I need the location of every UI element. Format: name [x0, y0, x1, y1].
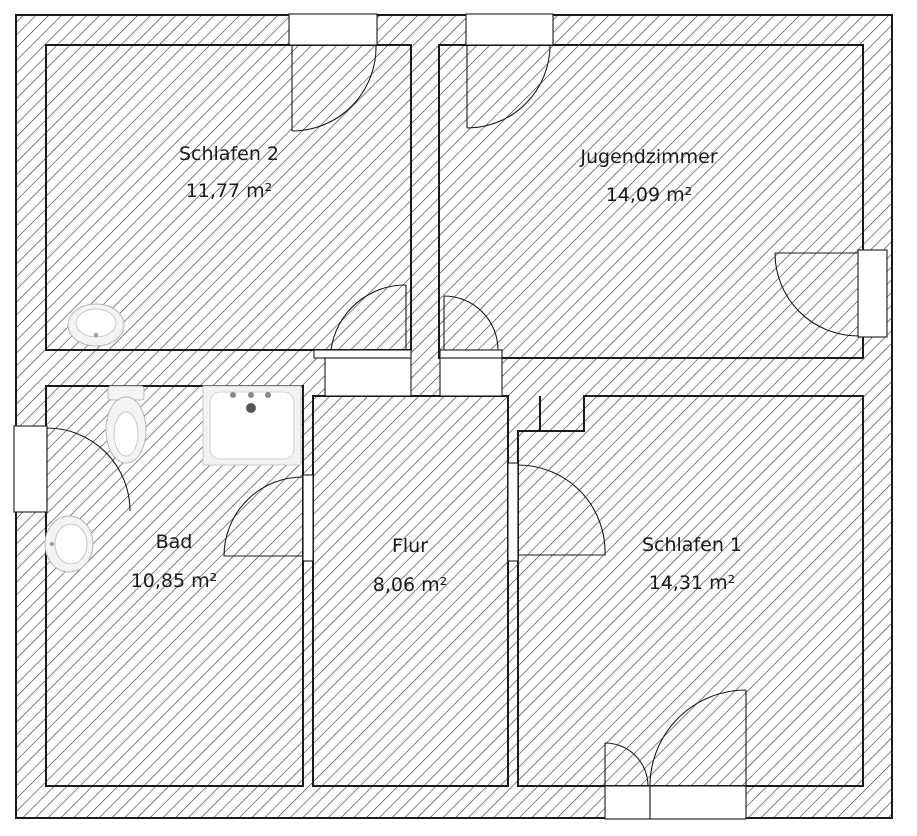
door-schlafen-1: [517, 464, 606, 556]
door-bad-window: [46, 427, 131, 512]
room-area-schlafen-2: 11,77 m²: [186, 180, 273, 202]
room-area-schlafen-1: 14,31 m²: [649, 572, 736, 594]
room-area-bad: 10,85 m²: [131, 570, 218, 592]
room-area-flur: 8,06 m²: [373, 574, 447, 596]
window-schlafen-1-left: [604, 785, 651, 820]
sink-icon: [67, 303, 125, 347]
room-name-schlafen-1: Schlafen 1: [642, 534, 742, 556]
bathtub-icon: [202, 385, 302, 466]
window-schlafen-2: [288, 13, 378, 46]
fixtures: [44, 303, 302, 573]
door-swings: [46, 44, 859, 787]
door-bad: [223, 476, 304, 557]
room-jugendzimmer: [438, 44, 864, 359]
room-schlafen-2: [45, 44, 412, 351]
door-schlafen-2-window: [291, 44, 377, 132]
door-jugendzimmer-window: [466, 44, 551, 129]
window-schlafen-1-right: [649, 785, 747, 820]
room-name-flur: Flur: [392, 535, 428, 557]
door-schlafen-2: [330, 284, 407, 351]
door-balcony-right: [649, 689, 747, 787]
toilet-icon: [105, 385, 147, 464]
door-balcony-left: [604, 742, 649, 787]
door-jugendzimmer-right: [774, 252, 859, 337]
room-schlafen-1: [517, 395, 864, 787]
rooms: [45, 44, 864, 787]
room-name-bad: Bad: [156, 531, 193, 553]
door-openings: [302, 349, 519, 562]
room-name-schlafen-2: Schlafen 2: [179, 143, 279, 165]
room-labels: Schlafen 2 11,77 m² Jugendzimmer 14,09 m…: [131, 143, 742, 596]
window-jugendzimmer-right: [857, 249, 888, 338]
door-jugendzimmer: [443, 295, 499, 351]
windows: [13, 13, 888, 820]
room-bad: [45, 385, 304, 787]
room-name-jugendzimmer: Jugendzimmer: [579, 146, 717, 168]
walls: [15, 14, 893, 819]
window-bad: [13, 425, 48, 513]
room-area-jugendzimmer: 14,09 m²: [606, 184, 693, 206]
window-jugendzimmer-top: [465, 13, 554, 46]
washbasin-icon: [44, 515, 94, 573]
